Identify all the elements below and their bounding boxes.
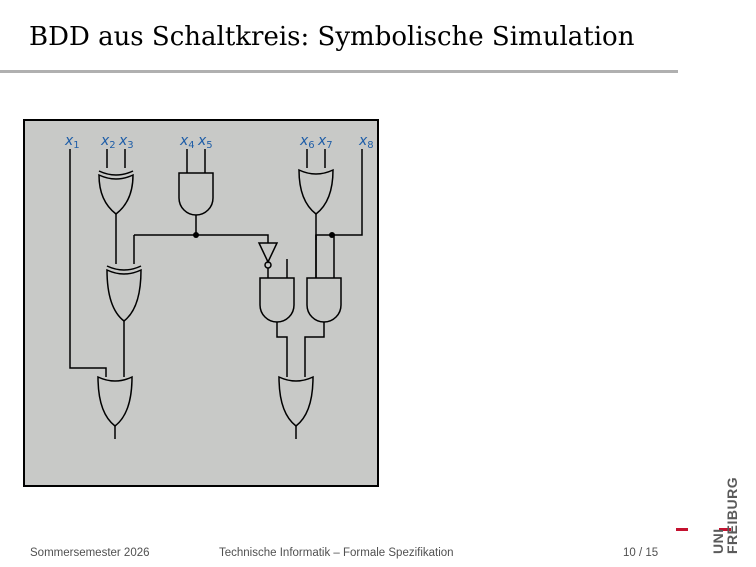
input-labels: x1 x2 x3 x4 x5 x6 x7 x8 [64, 133, 374, 151]
and-gate-top [178, 172, 214, 216]
or-gate-bottom-left [97, 375, 133, 427]
university-logo: UNI FREIBURG [676, 477, 740, 560]
input-label-x1: x1 [64, 133, 80, 151]
wire-x1 [69, 149, 107, 377]
input-label-x3: x3 [118, 133, 134, 151]
logo-bar-left [676, 528, 688, 531]
input-label-x7: x7 [317, 133, 333, 151]
circuit-frame [23, 119, 379, 487]
circuit-diagram: x1 x2 x3 x4 x5 x6 x7 x8 [23, 119, 379, 487]
input-label-x4: x4 [179, 133, 195, 151]
not-gate [257, 242, 279, 269]
gates [97, 168, 342, 427]
input-label-x5: x5 [197, 133, 213, 151]
footer-page-number: 10 / 15 [623, 547, 659, 559]
wire-and1-bus [134, 234, 269, 243]
logo-freiburg-text: FREIBURG [724, 476, 740, 554]
logo-bar-right [719, 528, 731, 531]
xor-gate-top [98, 170, 134, 215]
footer-course: Technische Informatik – Formale Spezifik… [219, 547, 454, 559]
slide-title: BDD aus Schaltkreis: Symbolische Simulat… [29, 22, 635, 52]
input-label-x2: x2 [100, 133, 116, 151]
or-gate-bottom-right [278, 375, 314, 427]
or-gate-top [298, 168, 334, 215]
wire-and2-out [276, 322, 288, 377]
input-label-x8: x8 [358, 133, 374, 151]
input-label-x6: x6 [299, 133, 315, 151]
title-rule [0, 70, 678, 73]
and-gate-middle-right [306, 277, 342, 323]
junction-dot-and1 [193, 232, 199, 238]
wire-and3-out [304, 322, 325, 377]
wires [69, 149, 363, 439]
xor-gate-middle [106, 265, 142, 322]
extra-wires [286, 235, 335, 278]
wire-x8-to-and2 [286, 235, 317, 278]
footer-semester: Sommersemester 2026 [30, 547, 150, 559]
and-gate-middle-left [259, 277, 295, 323]
